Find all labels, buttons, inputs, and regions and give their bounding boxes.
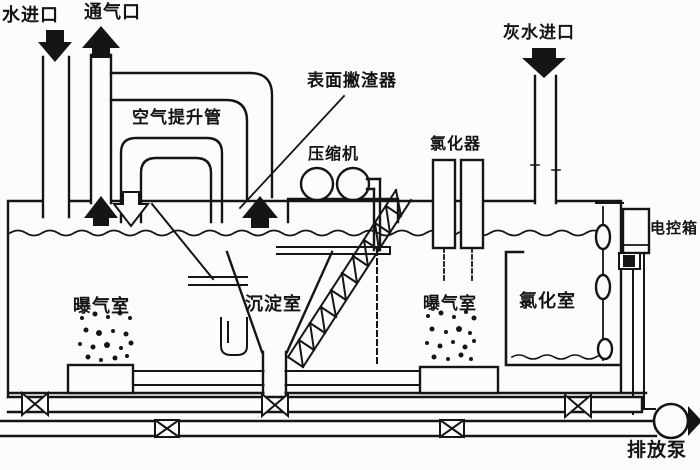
label-discharge-pump: 排放泵 xyxy=(627,439,688,461)
label-sedimentation-chamber: 沉淀室 xyxy=(245,294,302,315)
vent-up-arrow-icon xyxy=(82,26,120,58)
skimmer-callout-line xyxy=(238,94,346,210)
label-chlorinator: 氯化器 xyxy=(430,134,482,153)
air-bubbles-right xyxy=(425,310,477,361)
label-water-inlet: 水进口 xyxy=(2,5,59,26)
skimmer-trough xyxy=(276,246,391,255)
skimmer-arm xyxy=(150,202,248,356)
control-box xyxy=(618,207,656,415)
label-aeration-chamber-left: 曝气室 xyxy=(73,296,130,317)
vent-pipe xyxy=(89,53,113,205)
label-chlorination-chamber: 氯化室 xyxy=(519,291,576,312)
grey-water-pipe xyxy=(530,74,561,205)
diffuser-box-right xyxy=(418,365,500,395)
label-grey-water-inlet: 灰水进口 xyxy=(503,23,575,43)
airlift-up-arrow-icon xyxy=(242,196,278,228)
diffuser-box-left xyxy=(66,363,135,395)
valve-icon xyxy=(564,392,592,420)
valve-icon xyxy=(153,418,181,439)
skimmer-conveyor xyxy=(286,188,413,369)
label-electric-control-box: 电控箱 xyxy=(650,219,699,237)
air-lift-loop xyxy=(109,71,274,224)
valve-icon xyxy=(21,390,49,418)
discharge-right-arrow-icon xyxy=(688,406,700,436)
water-inlet-pipe xyxy=(41,55,71,219)
downflow-hollow-arrow-icon xyxy=(111,191,151,228)
chlorinator-tubes xyxy=(431,158,485,281)
float-switch xyxy=(596,337,614,361)
compressor-unit xyxy=(286,166,400,368)
gas-release-up-arrow-icon xyxy=(84,196,118,226)
label-vent: 通气口 xyxy=(84,2,141,23)
chlorination-chamber xyxy=(504,206,621,367)
valve-icon xyxy=(438,418,466,439)
bottom-pipes xyxy=(0,395,658,438)
label-aeration-chamber-right: 曝气室 xyxy=(423,294,477,314)
label-air-lift-pipe: 空气提升管 xyxy=(132,108,222,128)
grey-water-down-arrow-icon xyxy=(522,48,566,78)
pump-icon xyxy=(652,402,690,440)
water-line xyxy=(8,229,604,237)
air-bubbles-left xyxy=(78,310,134,362)
float-switch xyxy=(594,273,612,301)
float-switch xyxy=(594,223,612,251)
label-surface-skimmer: 表面撇渣器 xyxy=(307,71,397,91)
sedimentation-funnel xyxy=(225,250,334,399)
label-compressor: 压缩机 xyxy=(308,144,360,163)
inlet-down-arrow-icon xyxy=(38,30,72,62)
valve-icon xyxy=(261,391,289,419)
